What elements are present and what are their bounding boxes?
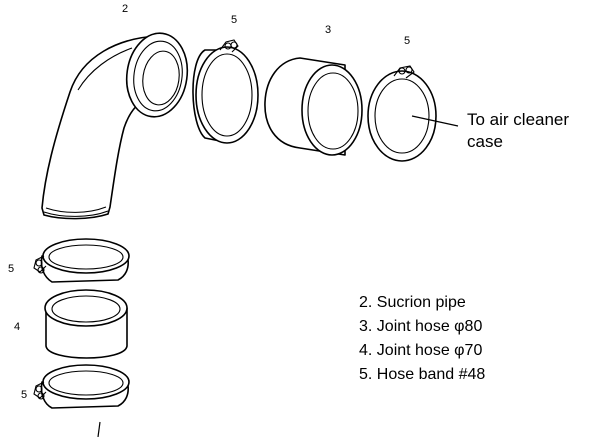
callout-joint-hose-top: 3	[325, 24, 331, 36]
annotation-leader-line	[411, 115, 459, 127]
joint-hose-80	[264, 57, 363, 156]
hose-band-left-lower	[33, 364, 130, 409]
callout-band-left-upper: 5	[8, 263, 14, 275]
legend-item-joint-hose-80: 3. Joint hose φ80	[359, 318, 482, 335]
joint-hose-70	[44, 289, 128, 359]
legend-item-pipe: 2. Sucrion pipe	[359, 294, 466, 311]
callout-joint-hose-left: 4	[14, 321, 20, 333]
hose-band-top-left	[192, 39, 259, 144]
legend-item-hose-band: 5. Hose band #48	[359, 366, 485, 383]
annotation-line-1: To air cleaner	[467, 110, 569, 129]
legend-item-joint-hose-70: 4. Joint hose φ70	[359, 342, 482, 359]
hose-band-top-right	[367, 65, 437, 162]
bottom-leader-line	[97, 421, 101, 437]
hose-band-left-upper	[33, 238, 130, 283]
callout-pipe: 2	[122, 3, 128, 15]
callout-band-top-left: 5	[231, 14, 237, 26]
parts-legend: 2. Sucrion pipe 3. Joint hose φ80 4. Joi…	[359, 294, 485, 383]
callout-band-left-lower: 5	[21, 389, 27, 401]
callout-band-top-right: 5	[404, 35, 410, 47]
annotation-line-2: case	[467, 132, 503, 151]
suction-pipe	[41, 32, 189, 220]
